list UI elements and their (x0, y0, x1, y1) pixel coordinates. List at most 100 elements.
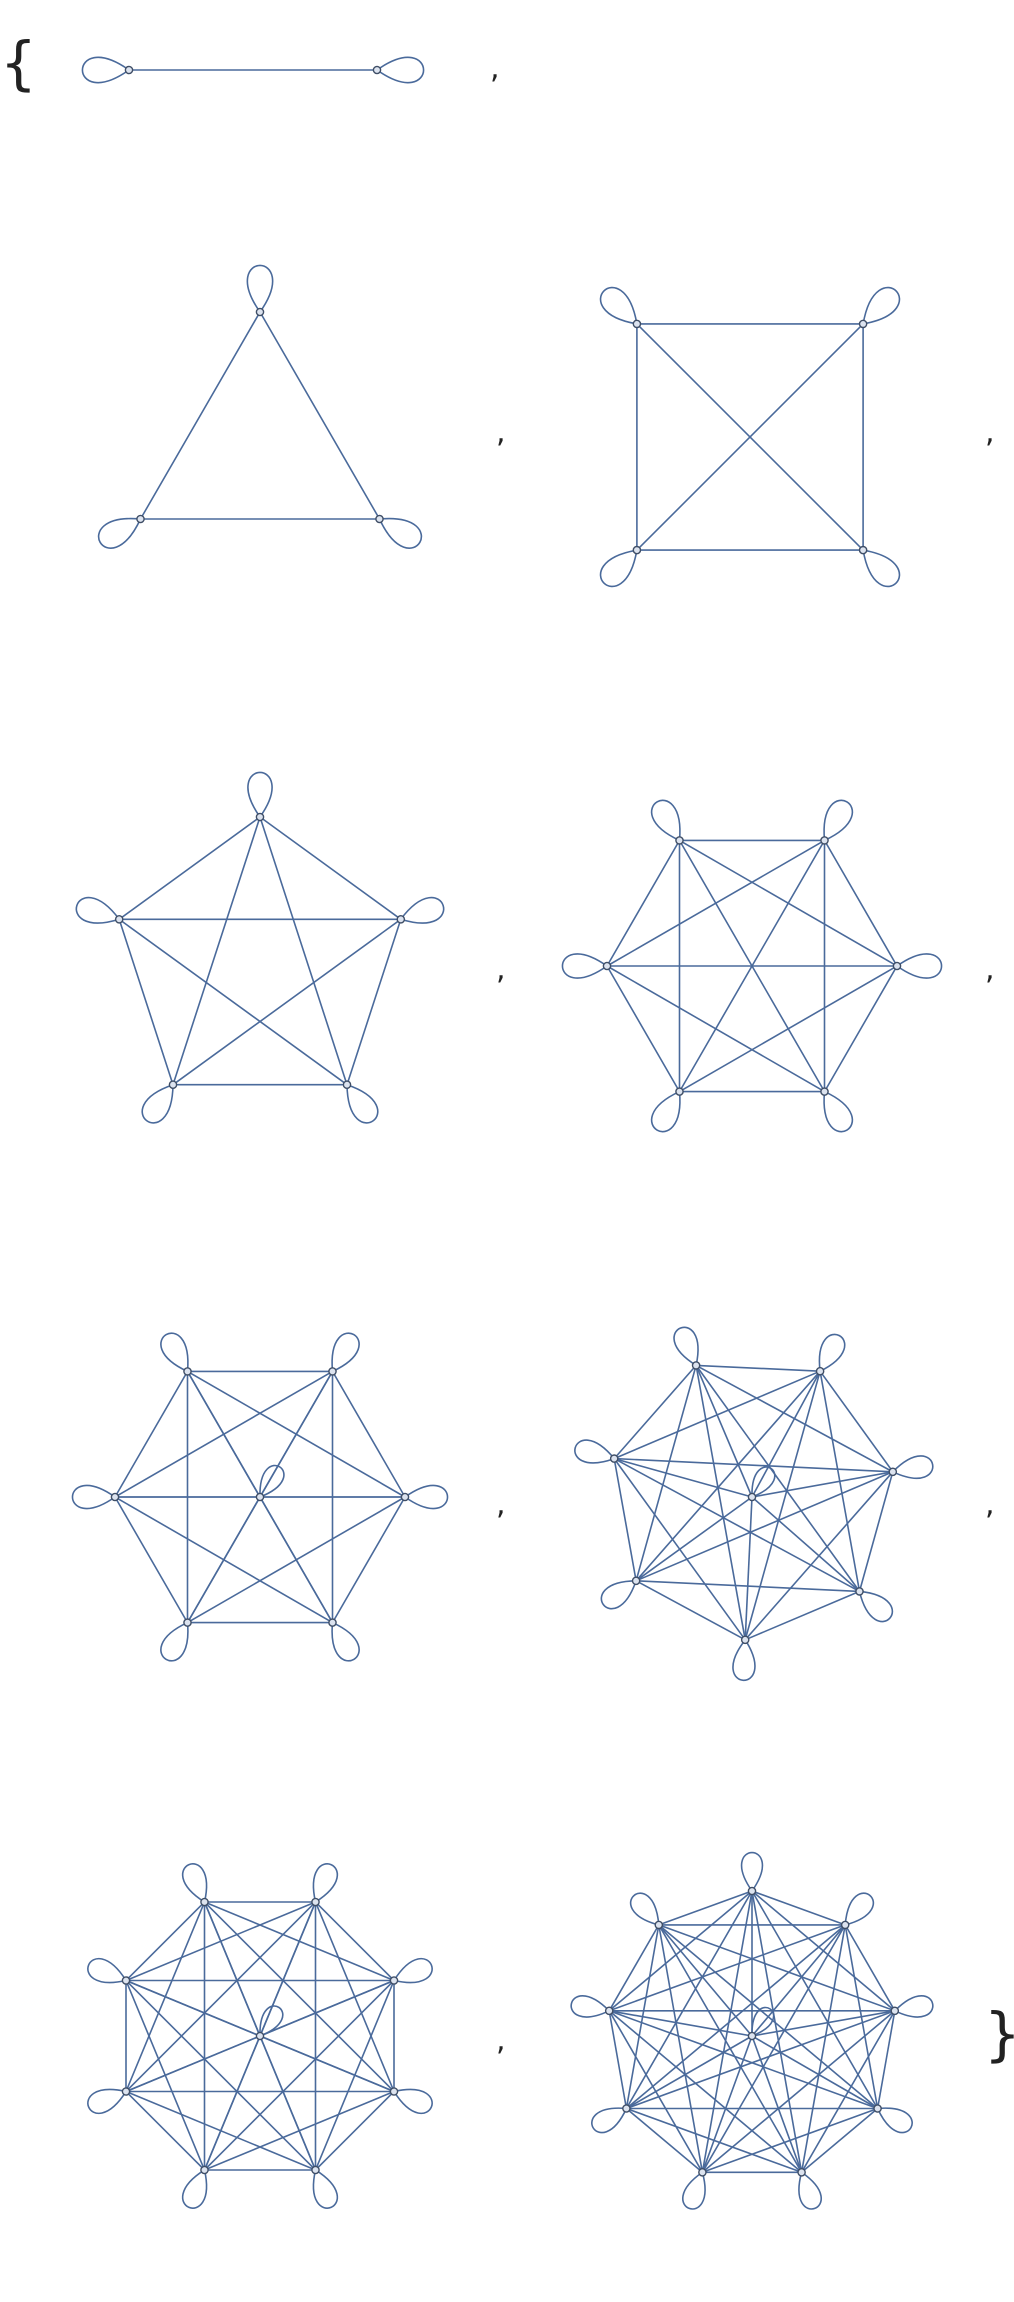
self-loop (87, 1957, 127, 1984)
graph-edge (876, 2010, 896, 2109)
graph-edge (186, 1496, 261, 1623)
graph-vertex (311, 2165, 320, 2175)
graph-vertex (311, 1897, 320, 1907)
complete-graph-with-loops-5 (75, 771, 445, 1124)
graph-edge (751, 2035, 803, 2173)
self-loop (97, 517, 142, 549)
self-loop (600, 1579, 637, 1610)
self-loop (574, 1439, 615, 1464)
graph-edge (635, 1370, 821, 1582)
graph-edge (613, 1457, 753, 1498)
complete-graph-with-loops-6 (561, 799, 943, 1133)
self-loop (798, 2171, 822, 2210)
self-loop (246, 264, 274, 313)
graph-edge (125, 1901, 316, 1982)
self-loop (346, 1083, 379, 1124)
graph-vertex (747, 1886, 757, 1896)
graph-edge (125, 1979, 317, 2171)
graph-edge (800, 1924, 846, 2173)
graph-edge (125, 2090, 206, 2171)
graph-edge (259, 1496, 334, 1623)
graph-edge (114, 1496, 189, 1623)
graph-edge (679, 965, 898, 1093)
graph-edge (751, 1890, 846, 1926)
self-loop (71, 1484, 116, 1510)
graph-edge (858, 1471, 894, 1592)
graph-edge (744, 1370, 821, 1641)
graph-edge (608, 2010, 628, 2109)
graph-vertex (110, 1492, 120, 1502)
graph-vertex (400, 1492, 410, 1502)
comma-separator: , (985, 952, 995, 987)
graph-vertex (200, 1897, 209, 1907)
self-loop (732, 1639, 756, 1682)
graph-edge (751, 1496, 861, 1593)
self-loop (876, 2107, 913, 2134)
self-loop (81, 56, 130, 84)
graph-edge (635, 1471, 894, 1582)
self-loop (650, 799, 681, 842)
comma-separator: , (496, 415, 506, 450)
graph-vertex (740, 1635, 750, 1645)
self-loop (160, 1621, 189, 1662)
graph-vertex (255, 307, 265, 317)
complete-graph-with-loops-10 (570, 1851, 934, 2210)
graph-edge (259, 2035, 317, 2171)
self-loop (331, 1332, 360, 1373)
graph-vertex (675, 1087, 684, 1096)
comma-separator: , (496, 1487, 506, 1522)
self-loop (682, 2171, 706, 2210)
self-loop (894, 1995, 934, 2018)
graph-vertex (255, 2031, 265, 2041)
self-loop (259, 1464, 285, 1498)
graph-vertex (873, 2104, 882, 2113)
self-loop (259, 2005, 284, 2037)
graph-vertex (389, 2087, 399, 2096)
graph-edge (203, 1901, 395, 2093)
graph-vertex (255, 1492, 265, 1502)
graph-vertex (632, 545, 642, 555)
graph-edge (125, 1901, 317, 2093)
graph-vertex (114, 915, 124, 924)
self-loop (844, 1892, 875, 1926)
self-loop (751, 2006, 775, 2037)
graph-vertex (183, 1618, 192, 1627)
graph-edge (125, 1979, 261, 2037)
self-loop (75, 896, 120, 924)
graph-vertex (698, 2167, 707, 2177)
comma-separator: , (490, 51, 500, 86)
self-loop (312, 2169, 339, 2209)
graph-edge (259, 2035, 395, 2093)
graph-edge (608, 2010, 803, 2173)
graph-edge (613, 1364, 697, 1460)
graph-vertex (328, 1367, 337, 1376)
graph-vertex (328, 1618, 337, 1627)
comma-separator: , (985, 415, 995, 450)
graph-edge (744, 1590, 860, 1641)
graph-vertex (888, 1467, 898, 1477)
self-loop (393, 2088, 433, 2115)
graph-edge (259, 1371, 334, 1498)
graph-edge (701, 2010, 896, 2173)
graph-edge (259, 816, 402, 920)
graph-vertex (375, 514, 384, 524)
self-loop (160, 1332, 189, 1373)
complete-graph-with-loops-9 (87, 1863, 433, 2209)
graph-edge (314, 1901, 395, 1982)
graph-edge (114, 1370, 333, 1498)
graph-vertex (747, 2031, 757, 2041)
comma-separator: , (496, 952, 506, 987)
complete-graph-with-loops-7 (71, 1332, 449, 1662)
graph-vertex (136, 514, 145, 524)
graph-vertex (675, 836, 684, 845)
graph-edge (823, 840, 898, 967)
graph-edge (819, 1370, 894, 1473)
graph-edge (608, 1924, 660, 2012)
graph-edge (751, 1890, 879, 2109)
close-brace: } (984, 2005, 1014, 2063)
graph-edge (172, 816, 261, 1085)
graph-edge (658, 1890, 753, 1926)
open-brace: { (0, 29, 37, 97)
self-loop (896, 953, 943, 979)
